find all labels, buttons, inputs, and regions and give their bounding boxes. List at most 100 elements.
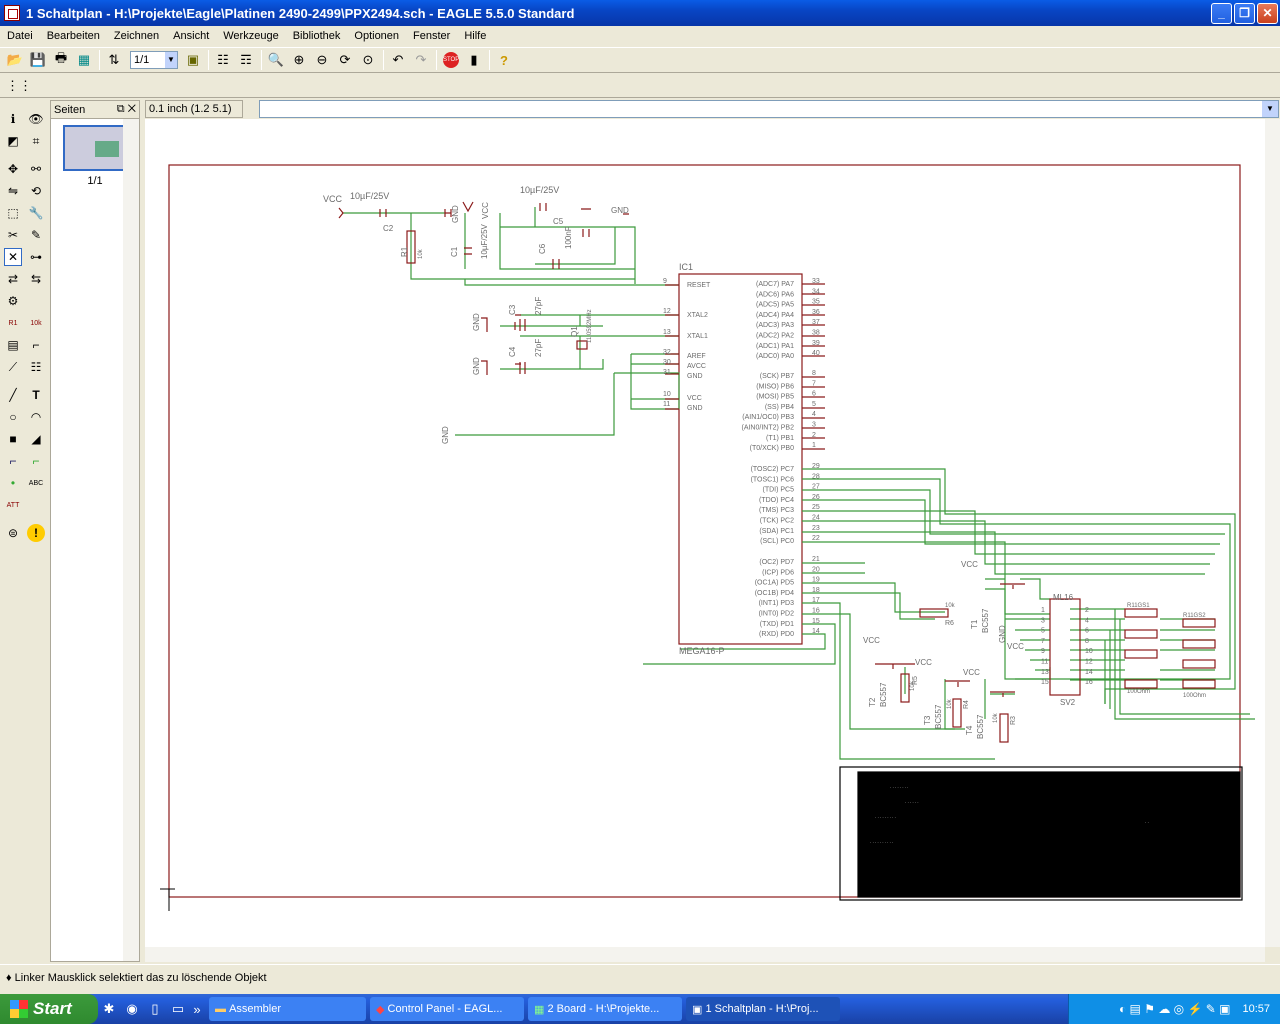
gateswap-icon[interactable]: ⚙: [7, 294, 19, 308]
t3-name-label: T3: [923, 715, 932, 725]
zoom-out-icon[interactable]: ⊖: [316, 52, 328, 67]
value-icon[interactable]: 10k: [30, 319, 42, 327]
move-icon[interactable]: ✥: [7, 162, 19, 176]
rect-icon[interactable]: ■: [9, 432, 17, 446]
svg-text:· · · · · · · · · ·: · · · · · · · · · ·: [870, 840, 893, 845]
page-thumbnail[interactable]: [63, 125, 127, 171]
task-board[interactable]: ▦ 2 Board - H:\Projekte...: [528, 997, 682, 1021]
t4-name-label: T4: [965, 725, 974, 735]
group-icon[interactable]: ⬚: [7, 206, 19, 220]
coordinate-display: 0.1 inch (1.2 5.1): [145, 100, 243, 118]
task-schematic[interactable]: ▣ 1 Schaltplan - H:\Proj...: [686, 997, 840, 1021]
zoom-in-icon[interactable]: ⊕: [293, 52, 305, 67]
zoom-fit-icon[interactable]: 🔍: [267, 52, 285, 67]
chevron-down-icon[interactable]: ▼: [1262, 101, 1278, 117]
command-line-input[interactable]: ▼: [259, 100, 1279, 118]
menu-datei[interactable]: Datei: [7, 30, 33, 42]
bus-icon[interactable]: ⌐: [9, 454, 17, 468]
task-assembler[interactable]: ▬ Assembler: [209, 997, 366, 1021]
help-icon[interactable]: ?: [500, 52, 508, 68]
text-icon[interactable]: T: [32, 388, 40, 402]
menu-bearbeiten[interactable]: Bearbeiten: [46, 30, 100, 42]
miter-icon[interactable]: ⌐: [32, 338, 40, 352]
pinswap-icon[interactable]: ⇄: [7, 272, 19, 286]
show-icon[interactable]: 👁: [28, 112, 44, 126]
maximize-button[interactable]: ❐: [1234, 2, 1255, 24]
panel-close-icon[interactable]: ⧉ ✕: [116, 103, 136, 115]
split-icon[interactable]: ⟋: [8, 359, 18, 374]
ic1-left-pin-number: 12: [663, 308, 671, 315]
close-button[interactable]: ✕: [1257, 2, 1278, 24]
cut-icon[interactable]: ✎: [30, 228, 42, 242]
menu-optionen[interactable]: Optionen: [354, 30, 400, 42]
circle-icon[interactable]: ○: [9, 410, 17, 424]
t1-name-label: T1: [970, 619, 979, 629]
canvas-vertical-scrollbar[interactable]: [1265, 119, 1280, 947]
ulp-icon[interactable]: ☶: [240, 52, 252, 67]
board-switch-icon[interactable]: ▣: [186, 52, 200, 67]
stop-icon[interactable]: STOP: [440, 49, 462, 71]
label-icon[interactable]: ABC: [28, 479, 44, 487]
add-icon[interactable]: ⊶: [30, 250, 42, 264]
menu-werkzeuge[interactable]: Werkzeuge: [223, 30, 279, 42]
replace-icon[interactable]: ⇆: [30, 272, 42, 286]
canvas-horizontal-scrollbar[interactable]: [145, 947, 1265, 962]
copy-icon[interactable]: ⚯: [30, 162, 42, 176]
menu-fenster[interactable]: Fenster: [413, 30, 451, 42]
print-icon[interactable]: 🖶: [54, 50, 68, 65]
quicklaunch-book-icon[interactable]: ▭: [171, 1001, 185, 1016]
minimize-button[interactable]: _: [1211, 2, 1232, 24]
junction-icon[interactable]: •: [10, 476, 16, 490]
quicklaunch-browser-icon[interactable]: ◉: [126, 1001, 138, 1016]
name-icon[interactable]: R1: [8, 319, 18, 327]
script-icon[interactable]: ☷: [217, 52, 229, 67]
rotate-icon[interactable]: ⟲: [30, 184, 42, 198]
change-icon[interactable]: 🔧: [28, 206, 44, 220]
delete-icon[interactable]: ✕: [4, 248, 22, 266]
paste-icon[interactable]: ✂: [7, 228, 19, 242]
main-toolbar: 📂 💾 🖶 ▦ ⇅ 1/1▼ ▣ ☷ ☶ 🔍 ⊕ ⊖ ⟳ ⊙ ↶ ↷ STOP …: [0, 47, 1280, 73]
arc-icon[interactable]: ◠: [30, 410, 42, 424]
start-button[interactable]: Start: [0, 994, 98, 1024]
zoom-select-icon[interactable]: ⊙: [362, 52, 374, 67]
quicklaunch-doc-icon[interactable]: ▯: [151, 1001, 159, 1016]
ic1-right-pin-number: 26: [812, 494, 820, 501]
tray-icons[interactable]: ◐ ▤ ⚑ ☁ ◎ ⚡ ✎ ▣: [1118, 1002, 1231, 1016]
menu-zeichnen[interactable]: Zeichnen: [113, 30, 160, 42]
eagle-app-icon[interactable]: [4, 5, 20, 21]
display-icon[interactable]: ◩: [7, 134, 19, 148]
errors-icon[interactable]: !: [27, 524, 45, 542]
wire-icon[interactable]: ╱: [9, 388, 17, 402]
menu-hilfe[interactable]: Hilfe: [464, 30, 487, 42]
invoke-icon[interactable]: ☷: [30, 360, 42, 374]
quicklaunch-more-icon[interactable]: »: [193, 1001, 201, 1017]
mark-icon[interactable]: ⌗: [32, 133, 40, 148]
ic1-left-pin-number: 10: [663, 391, 671, 398]
sheet-select[interactable]: 1/1▼: [130, 51, 178, 69]
attribute-icon[interactable]: ATT: [6, 501, 20, 509]
menu-ansicht[interactable]: Ansicht: [173, 30, 210, 42]
open-folder-icon[interactable]: 📂: [6, 52, 24, 67]
task-control-panel[interactable]: ◆ Control Panel - EAGL...: [370, 997, 524, 1021]
pages-scrollbar[interactable]: [123, 119, 139, 961]
info-icon[interactable]: ℹ: [10, 112, 16, 126]
chevron-down-icon[interactable]: ▼: [165, 52, 177, 68]
undo-icon[interactable]: ↶: [392, 52, 404, 67]
smash-icon[interactable]: ▤: [7, 338, 19, 352]
net-icon[interactable]: ⌐: [32, 454, 40, 468]
quicklaunch-bug-icon[interactable]: ✱: [103, 1001, 115, 1016]
save-icon[interactable]: 💾: [29, 52, 47, 67]
mirror-icon[interactable]: ⇋: [7, 184, 19, 198]
menu-bibliothek[interactable]: Bibliothek: [292, 30, 341, 42]
sv2-right-pin-number: 4: [1085, 617, 1089, 624]
polygon-icon[interactable]: ◢: [31, 432, 41, 446]
cam-processor-icon[interactable]: ▦: [77, 52, 91, 67]
redo-icon[interactable]: ↷: [415, 52, 427, 67]
grid-icon[interactable]: ⋮⋮: [6, 77, 32, 93]
erc-icon[interactable]: ⊜: [7, 526, 19, 540]
go-icon[interactable]: ▮: [470, 52, 478, 67]
sheet-icon[interactable]: ⇅: [108, 52, 120, 67]
c4-name-label: C4: [508, 346, 517, 357]
redraw-icon[interactable]: ⟳: [339, 52, 351, 67]
schematic-canvas[interactable]: · · · · · · · · · · · · · · · · · · · · …: [145, 119, 1265, 947]
